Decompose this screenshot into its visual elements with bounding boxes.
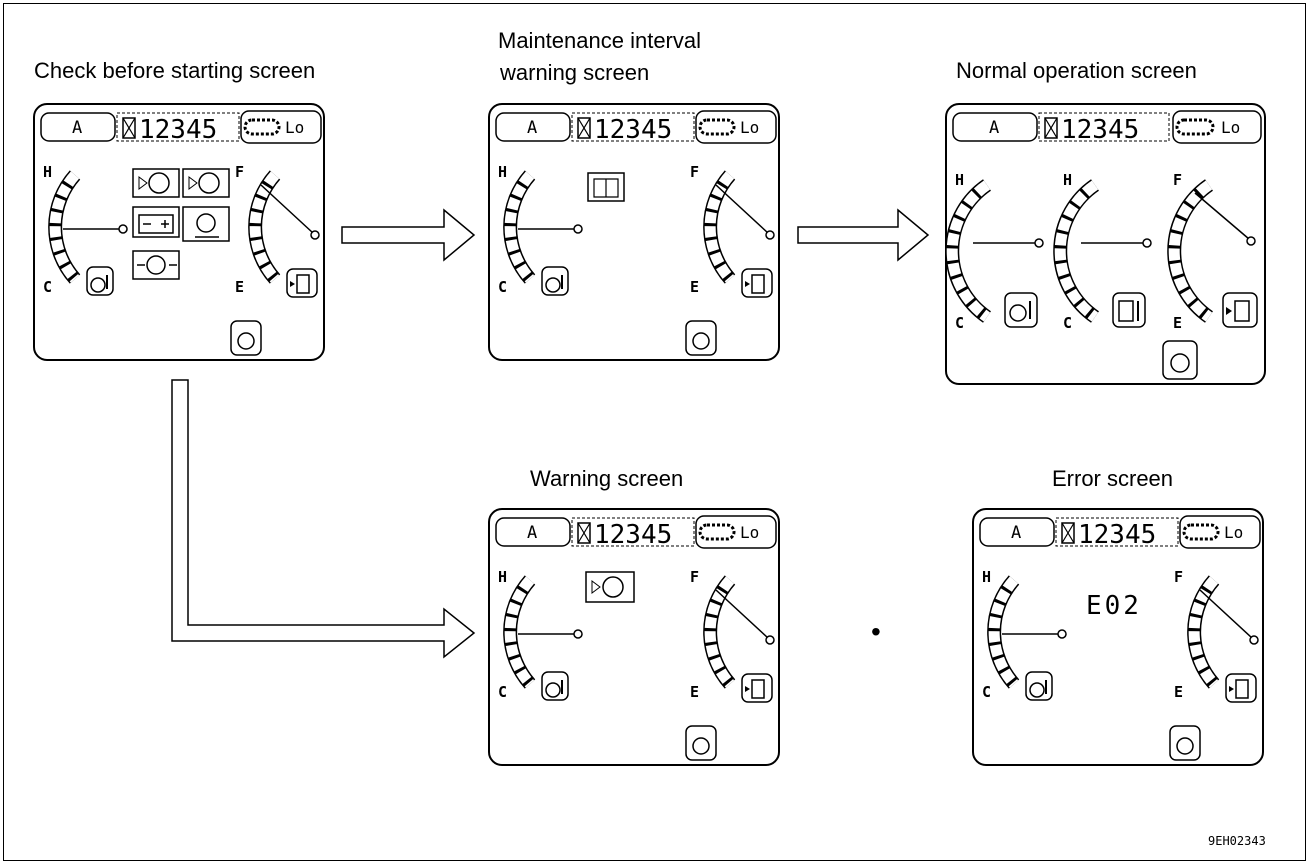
mode-label: A (1011, 523, 1021, 543)
travel-speed: Lo (1224, 523, 1243, 542)
mode-label: A (527, 118, 537, 138)
hourglass-icon (1061, 522, 1075, 544)
preheat-icon (1169, 725, 1201, 761)
track-travel-icon (243, 118, 281, 136)
panel-normal-operation: A 12345 Lo H C H C F E (945, 103, 1266, 385)
preheat-icon (685, 725, 717, 761)
track-travel-icon (698, 118, 736, 136)
hourglass-icon (577, 117, 591, 139)
hour-meter: 12345 (1078, 520, 1156, 550)
gauge-hot-label: H (43, 163, 52, 181)
preheat-icon (685, 320, 717, 356)
arrow-check-to-warning (171, 379, 476, 659)
gauge-empty-label: E (690, 683, 699, 701)
title-maintenance-line1: Maintenance interval (498, 28, 702, 53)
engine-water-temperature-icon (541, 266, 569, 296)
gauge-hot-label: H (982, 568, 991, 586)
hourglass-icon (122, 117, 136, 139)
hour-meter: 12345 (139, 115, 217, 145)
engine-water-temperature-icon (541, 671, 569, 701)
radiator-coolant-level-icon (132, 168, 180, 198)
figure-frame (3, 3, 1306, 861)
fuel-level-icon (741, 268, 773, 298)
engine-water-temperature-icon (1004, 292, 1038, 328)
fuel-level-icon (1225, 673, 1257, 703)
fuel-level-icon (741, 673, 773, 703)
panel-warning: A 12345 Lo H C F E (488, 508, 780, 766)
hour-meter: 12345 (1061, 115, 1139, 145)
gauge-cold-label: C (955, 314, 964, 332)
mode-label: A (72, 118, 82, 138)
gauge-cold-label: C (43, 278, 52, 296)
engine-water-temperature-icon (1025, 671, 1053, 701)
gauge-hot-label: H (955, 171, 964, 189)
gauge-hot-label: H (498, 568, 507, 586)
gauge-cold-label: C (498, 683, 507, 701)
track-travel-icon (1175, 118, 1215, 136)
panel-maintenance-warning: A 12345 Lo H C F E (488, 103, 780, 361)
gauge-empty-label: E (690, 278, 699, 296)
title-check-before-starting: Check before starting screen (34, 58, 316, 83)
mode-label: A (989, 118, 999, 138)
track-travel-icon (1182, 523, 1220, 541)
travel-speed: Lo (285, 118, 304, 137)
air-cleaner-clogging-icon (182, 206, 230, 242)
preheat-icon (1162, 340, 1198, 380)
engine-oil-pressure-icon (132, 250, 180, 280)
travel-speed: Lo (1221, 118, 1240, 137)
figure-code: 9EH02343 (1208, 834, 1266, 848)
hour-meter: 12345 (594, 115, 672, 145)
mode-label: A (527, 523, 537, 543)
title-normal-operation: Normal operation screen (956, 58, 1197, 83)
fuel-level-icon (286, 268, 318, 298)
gauge-hot-label: H (498, 163, 507, 181)
hourglass-icon (577, 522, 591, 544)
gauge-full-label: F (1173, 171, 1182, 189)
gauge-full-label: F (690, 568, 699, 586)
engine-oil-level-icon (182, 168, 230, 198)
engine-water-temperature-icon (86, 266, 114, 296)
gauge-full-label: F (1174, 568, 1183, 586)
maintenance-interval-icon (587, 172, 625, 202)
gauge-empty-label: E (235, 278, 244, 296)
error-code: E02 (1086, 591, 1142, 621)
gauge-empty-label: E (1173, 314, 1182, 332)
gauge-cold-label: C (982, 683, 991, 701)
panel-check-before-starting: A 12345 Lo H C F E (33, 103, 325, 361)
arrow-maintenance-to-normal (797, 208, 930, 262)
hour-meter: 12345 (594, 520, 672, 550)
hourglass-icon (1044, 117, 1058, 139)
title-error: Error screen (1052, 466, 1174, 491)
fuel-level-icon (1222, 292, 1258, 328)
battery-charge-icon (132, 206, 180, 238)
gauge-cold-label: C (498, 278, 507, 296)
travel-speed: Lo (740, 523, 759, 542)
bullet-marker: • (871, 616, 881, 647)
travel-speed: Lo (740, 118, 759, 137)
gauge-hot-label: H (1063, 171, 1072, 189)
preheat-icon (230, 320, 262, 356)
hydraulic-oil-temperature-icon (1112, 292, 1146, 328)
panel-error: A 12345 Lo H C E02 F E (972, 508, 1264, 766)
gauge-empty-label: E (1174, 683, 1183, 701)
arrow-check-to-maintenance (341, 208, 476, 262)
gauge-cold-label: C (1063, 314, 1072, 332)
radiator-coolant-level-icon (585, 571, 635, 603)
track-travel-icon (698, 523, 736, 541)
title-warning: Warning screen (530, 466, 684, 491)
gauge-full-label: F (235, 163, 244, 181)
title-maintenance-line2: warning screen (500, 60, 650, 85)
gauge-full-label: F (690, 163, 699, 181)
